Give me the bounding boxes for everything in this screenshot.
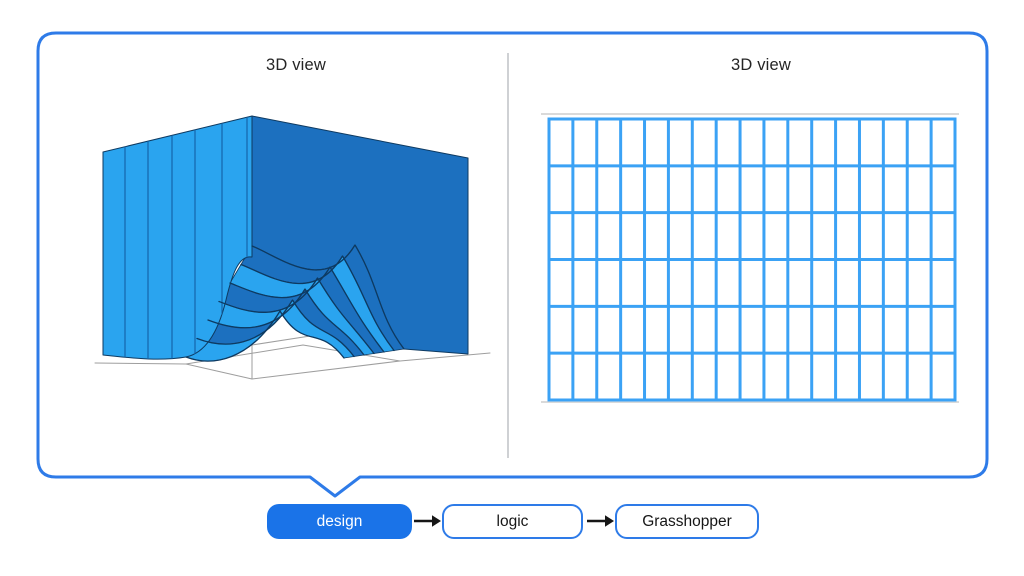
step-logic-button[interactable]: logic	[442, 504, 583, 539]
right-panel-title: 3D view	[730, 56, 792, 74]
arrow-right-icon	[587, 515, 614, 527]
step-design-button[interactable]: design	[267, 504, 412, 539]
step-grasshopper-button[interactable]: Grasshopper	[615, 504, 759, 539]
arrow-right-icon	[414, 515, 441, 527]
left-3d-viewport	[94, 115, 491, 380]
right-3d-viewport	[541, 113, 959, 403]
left-panel-title: 3D view	[265, 56, 327, 74]
